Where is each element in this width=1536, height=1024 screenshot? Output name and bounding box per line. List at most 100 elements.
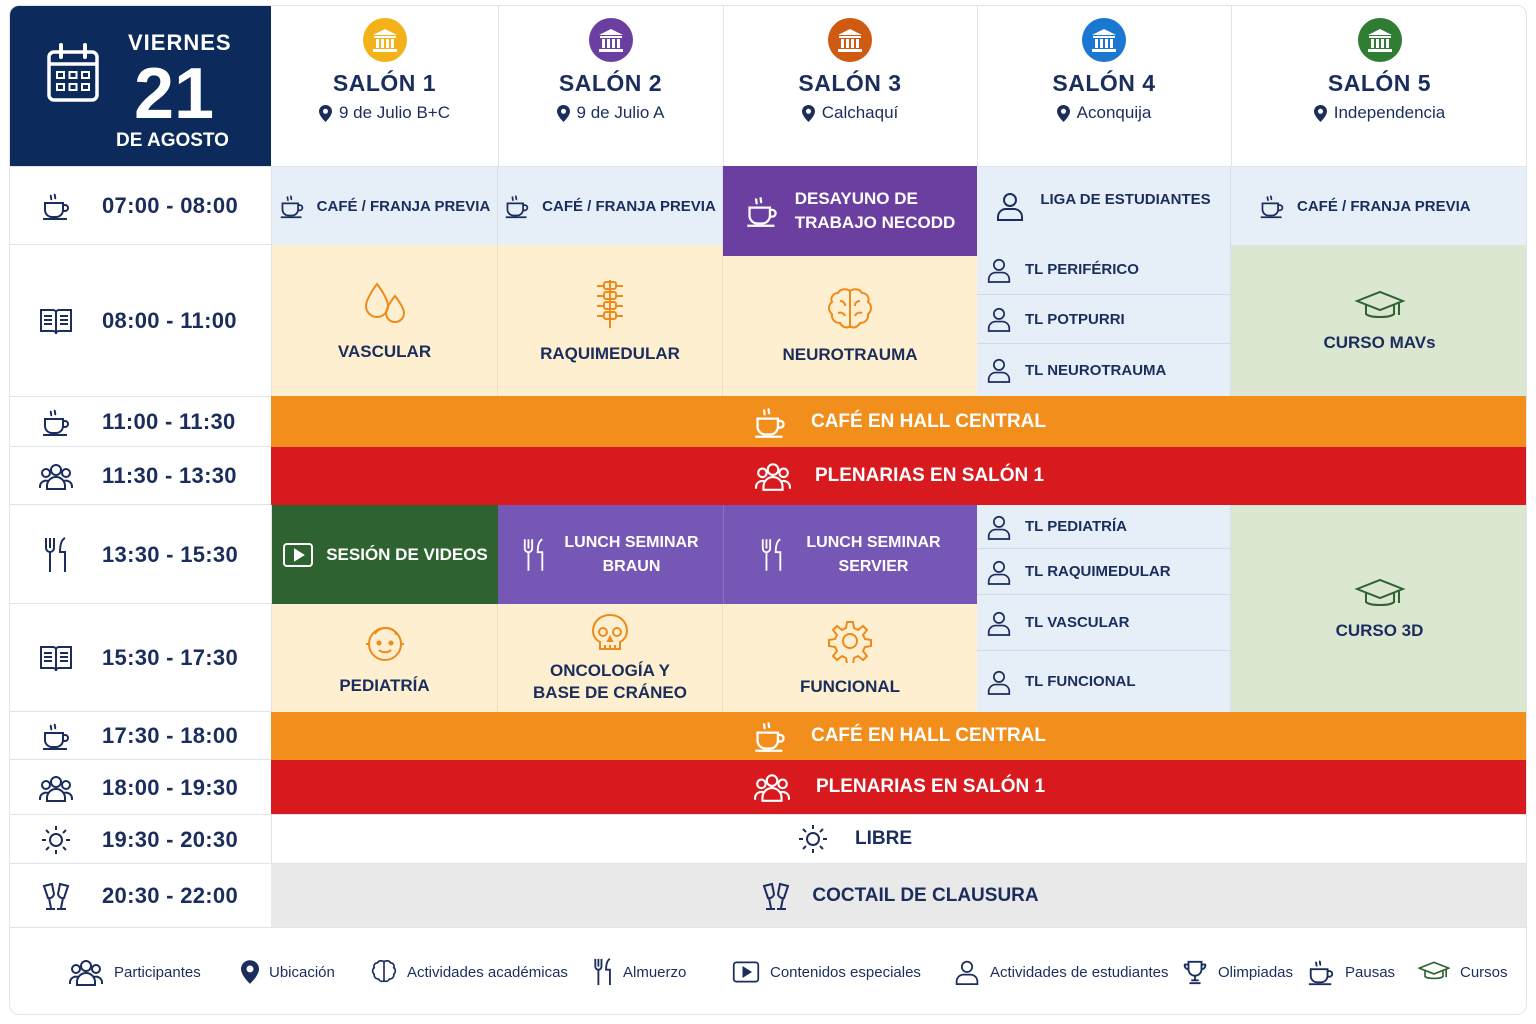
- session-curso-3d[interactable]: CURSO 3D: [1231, 505, 1526, 712]
- brain-icon: [371, 959, 397, 983]
- divider: [498, 6, 499, 166]
- salon-location: Independencia: [1313, 103, 1445, 123]
- session-raquimedular[interactable]: RAQUIMEDULAR: [498, 245, 723, 396]
- coffee-icon: [755, 721, 785, 752]
- salon-header-2: SALÓN 2 9 de Julio A: [498, 6, 723, 166]
- session-oncologia[interactable]: ONCOLOGÍA Y BASE DE CRÁNEO: [498, 604, 723, 712]
- trophy-icon: [1183, 960, 1207, 985]
- student-icon: [987, 358, 1011, 383]
- student-icon: [987, 258, 1011, 283]
- salon-header-3: SALÓN 3 Calchaquí: [723, 6, 977, 166]
- session-tl-raquimedular[interactable]: TL RAQUIMEDULAR: [977, 549, 1230, 595]
- legend-item: Olimpiadas: [1182, 959, 1293, 985]
- divider: [10, 759, 271, 760]
- session-tl-pediatria[interactable]: TL PEDIATRÍA: [977, 505, 1230, 549]
- closing-cocktail[interactable]: COCTAIL DE CLAUSURA: [271, 864, 1526, 927]
- drops-icon: [364, 281, 405, 323]
- divider: [10, 711, 271, 712]
- session-videos[interactable]: SESIÓN DE VIDEOS: [272, 505, 498, 604]
- session-tl-periferico[interactable]: TL PERIFÉRICO: [977, 245, 1230, 295]
- session-lunch-braun[interactable]: LUNCH SEMINAR BRAUN: [498, 505, 723, 604]
- sun-icon: [42, 825, 70, 854]
- time-slot: 19:30 - 20:30: [10, 815, 271, 864]
- coffee-icon: [43, 723, 69, 750]
- student-icon: [987, 307, 1011, 332]
- session-curso-mavs[interactable]: CURSO MAVs: [1231, 245, 1526, 396]
- student-icon: [997, 193, 1024, 221]
- salon-name: SALÓN 1: [332, 70, 437, 96]
- salon-name: SALÓN 5: [1327, 70, 1432, 96]
- session-pediatria[interactable]: PEDIATRÍA: [272, 604, 498, 712]
- graduation-cap-icon: [1354, 290, 1405, 318]
- divider: [10, 244, 271, 245]
- session-tl-neurotrauma[interactable]: TL NEUROTRAUMA: [977, 344, 1230, 396]
- salon-header-4: SALÓN 4 Aconquija: [977, 6, 1231, 166]
- salon-location: 9 de Julio B+C: [318, 103, 450, 123]
- plenary-1[interactable]: PLENARIAS EN SALÓN 1: [271, 447, 1526, 505]
- book-icon: [40, 646, 72, 672]
- session-tl-funcional[interactable]: TL FUNCIONAL: [977, 651, 1230, 712]
- gear-icon: [828, 621, 872, 663]
- participants-icon: [69, 960, 103, 986]
- time-slot: 11:00 - 11:30: [10, 396, 271, 447]
- break-cafe-2[interactable]: CAFÉ EN HALL CENTRAL: [271, 712, 1526, 760]
- session-liga-estudiantes[interactable]: LIGA DE ESTUDIANTES: [977, 167, 1231, 245]
- divider: [1231, 6, 1232, 166]
- salon-location: Calchaquí: [801, 103, 898, 123]
- session-cafe-salon-1[interactable]: CAFÉ / FRANJA PREVIA: [272, 167, 498, 245]
- session-cafe-salon-2[interactable]: CAFÉ / FRANJA PREVIA: [498, 167, 723, 245]
- participants-icon: [753, 774, 790, 802]
- divider: [723, 6, 724, 166]
- plenary-2[interactable]: PLENARIAS EN SALÓN 1: [271, 760, 1526, 814]
- session-vascular[interactable]: VASCULAR: [272, 245, 498, 396]
- graduation-cap-icon: [1418, 961, 1450, 980]
- salon-name: SALÓN 3: [798, 70, 902, 96]
- session-tl-group-1: TL PERIFÉRICO TL POTPURRI TL NEUROTRAUMA: [977, 245, 1231, 396]
- time-slot: 17:30 - 18:00: [10, 712, 271, 760]
- location-pin-icon: [241, 960, 259, 984]
- session-lunch-servier[interactable]: LUNCH SEMINAR SERVIER: [723, 505, 977, 604]
- session-cafe-salon-5[interactable]: CAFÉ / FRANJA PREVIA: [1231, 167, 1526, 245]
- book-icon: [40, 308, 72, 334]
- student-icon: [955, 960, 979, 985]
- schedule-grid: VIERNES 21 DE AGOSTO SALÓN 1 9 de Julio …: [9, 5, 1527, 1015]
- divider: [10, 603, 271, 604]
- location-pin-icon: [1056, 104, 1070, 122]
- time-slot: 08:00 - 11:00: [10, 245, 271, 396]
- salon-location: Aconquija: [1056, 103, 1151, 123]
- divider: [10, 814, 1526, 815]
- legend-item: Participantes: [68, 958, 201, 986]
- participants-icon: [39, 775, 73, 802]
- time-slot: 07:00 - 08:00: [10, 166, 271, 245]
- time-slot: 13:30 - 15:30: [10, 505, 271, 604]
- museum-icon: [828, 18, 872, 62]
- session-tl-potpurri[interactable]: TL POTPURRI: [977, 295, 1230, 344]
- cutlery-icon: [762, 537, 782, 571]
- legend: Participantes Ubicación Actividades acad…: [10, 928, 1526, 1014]
- legend-item: Pausas: [1307, 958, 1395, 986]
- time-slot: 15:30 - 17:30: [10, 604, 271, 712]
- legend-item: Actividades académicas: [371, 959, 568, 985]
- time-slot: 18:00 - 19:30: [10, 760, 271, 815]
- divider: [10, 504, 271, 505]
- legend-item: Actividades de estudiantes: [954, 959, 1168, 985]
- student-icon: [987, 611, 1011, 636]
- coffee-icon: [43, 193, 69, 220]
- coffee-icon: [1308, 960, 1334, 986]
- session-neurotrauma[interactable]: NEUROTRAUMA: [723, 256, 977, 396]
- cutlery-icon: [524, 537, 544, 571]
- location-pin-icon: [1313, 104, 1327, 122]
- break-cafe-1[interactable]: CAFÉ EN HALL CENTRAL: [271, 396, 1526, 447]
- weekday: VIERNES: [128, 30, 232, 55]
- cutlery-icon: [594, 958, 611, 986]
- session-tl-vascular[interactable]: TL VASCULAR: [977, 595, 1230, 651]
- divider: [10, 446, 271, 447]
- session-desayuno-necodd[interactable]: DESAYUNO DE TRABAJO NECODD: [723, 166, 977, 256]
- coffee-icon: [746, 196, 777, 227]
- session-funcional[interactable]: FUNCIONAL: [723, 604, 977, 712]
- sun-icon: [799, 825, 827, 853]
- legend-item: Cursos: [1418, 960, 1508, 984]
- divider: [977, 6, 978, 166]
- time-slot: 20:30 - 22:00: [10, 864, 271, 928]
- child-face-icon: [365, 626, 404, 661]
